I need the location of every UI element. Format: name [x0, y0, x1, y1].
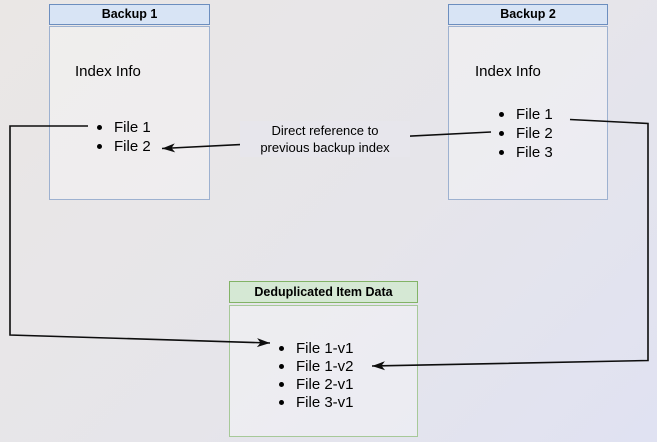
file-entry: File 1: [516, 106, 553, 123]
bullet-icon: [279, 345, 284, 351]
backup2-title: Backup 2: [500, 7, 556, 22]
list-item: File 2: [95, 137, 151, 156]
arrow-backup1-file1-to-dedup: [9, 125, 271, 348]
bullet-icon: [97, 125, 102, 130]
file-entry: File 3: [516, 144, 553, 161]
bullet-icon: [499, 112, 504, 117]
bullet-icon: [279, 399, 284, 405]
annotation-line2: previous backup index: [260, 140, 390, 155]
list-item: File 1: [95, 118, 151, 137]
list-item: File 1-v1: [277, 339, 354, 357]
backup2-title-bar: Backup 2: [448, 4, 608, 25]
file-entry: File 2-v1: [296, 375, 354, 393]
bullet-icon: [499, 131, 504, 136]
file-entry: File 2: [516, 125, 553, 142]
list-item: File 3-v1: [277, 393, 354, 411]
bullet-icon: [97, 144, 102, 149]
backup1-title: Backup 1: [101, 7, 158, 22]
bullet-icon: [279, 381, 284, 387]
backup1-title-bar: Backup 1: [49, 4, 210, 25]
dedup-file-list: File 1-v1 File 1-v2 File 2-v1 File 3-v1: [277, 339, 354, 411]
list-item: File 2-v1: [277, 375, 354, 393]
dedup-body: File 1-v1 File 1-v2 File 2-v1 File 3-v1: [229, 305, 418, 437]
list-item: File 3: [497, 143, 553, 162]
list-item: File 2: [497, 124, 553, 143]
dedup-title-bar: Deduplicated Item Data: [229, 281, 418, 303]
file-entry: File 3-v1: [296, 393, 354, 411]
annotation-line1: Direct reference to: [271, 123, 379, 138]
bullet-icon: [499, 150, 504, 155]
list-item: File 1: [497, 105, 553, 124]
file-entry: File 1: [114, 119, 151, 136]
file-entry: File 1-v1: [296, 339, 354, 357]
list-item: File 1-v2: [277, 357, 354, 375]
backup2-section-label: Index Info: [475, 63, 541, 80]
backup1-section-label: Index Info: [75, 63, 141, 80]
backup1-body: Index Info File 1 File 2: [49, 26, 210, 200]
annotation-label: Direct reference to previous backup inde…: [240, 121, 410, 157]
file-entry: File 1-v2: [296, 357, 354, 375]
dedup-title: Deduplicated Item Data: [254, 284, 393, 299]
bullet-icon: [279, 363, 284, 369]
backup2-body: Index Info File 1 File 2 File 3: [448, 26, 608, 200]
arrow-backup2-file1-to-dedup: [371, 118, 649, 371]
file-entry: File 2: [114, 138, 151, 155]
backup1-file-list: File 1 File 2: [95, 118, 151, 156]
backup2-file-list: File 1 File 2 File 3: [497, 105, 553, 162]
